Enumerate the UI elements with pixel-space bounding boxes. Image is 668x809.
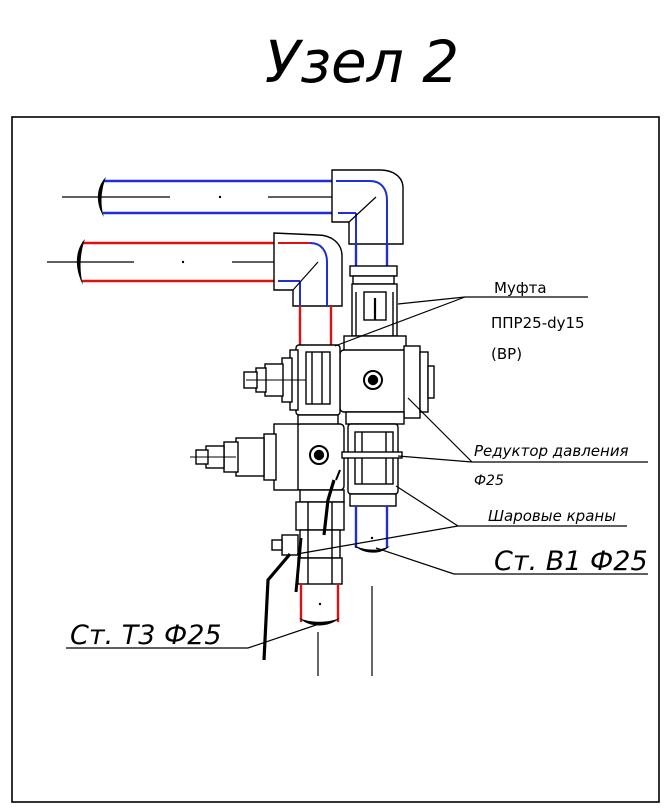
drawing-frame xyxy=(11,116,660,803)
label-coupling-2: ППР25-dy15 xyxy=(491,314,585,332)
cold-pipe-vertical-upper xyxy=(354,244,389,266)
label-reducer-2: Ф25 xyxy=(474,473,504,489)
coupling-fitting xyxy=(349,265,398,337)
label-reducer-1: Редуктор давления xyxy=(474,442,629,460)
lower-manifold xyxy=(190,423,345,503)
label-coupling-3: (ВР) xyxy=(491,345,522,363)
label-pipe-t3: Ст. Т3 Ф25 xyxy=(70,620,222,651)
label-ball-valves: Шаровые краны xyxy=(488,507,616,525)
leader-lines xyxy=(66,296,648,649)
label-pipe-b1: Ст. В1 Ф25 xyxy=(494,546,648,577)
drawing-title: Узел 2 xyxy=(265,28,459,96)
cold-pipe-axis-dot xyxy=(218,195,222,199)
hot-pipe-vertical-upper xyxy=(298,306,333,345)
cold-elbow xyxy=(331,169,404,245)
hot-pipe-horizontal xyxy=(47,239,278,285)
cold-pipe-horizontal xyxy=(62,177,338,217)
pressure-reducer-lower xyxy=(341,423,403,507)
label-coupling-1: Муфта xyxy=(494,279,547,297)
pressure-reducer-upper xyxy=(243,344,341,426)
ball-valve-handle-2 xyxy=(294,537,303,593)
hot-elbow xyxy=(273,232,343,307)
cold-pipe-break-mark xyxy=(97,177,106,217)
hot-pipe-axis-dot xyxy=(181,260,185,264)
hot-pipe-break-mark xyxy=(76,239,85,285)
hot-pipe-vertical-lower xyxy=(299,584,340,676)
upper-manifold xyxy=(339,335,435,425)
ball-valve-hot xyxy=(262,469,345,661)
cold-pipe-vertical-lower xyxy=(354,506,390,676)
